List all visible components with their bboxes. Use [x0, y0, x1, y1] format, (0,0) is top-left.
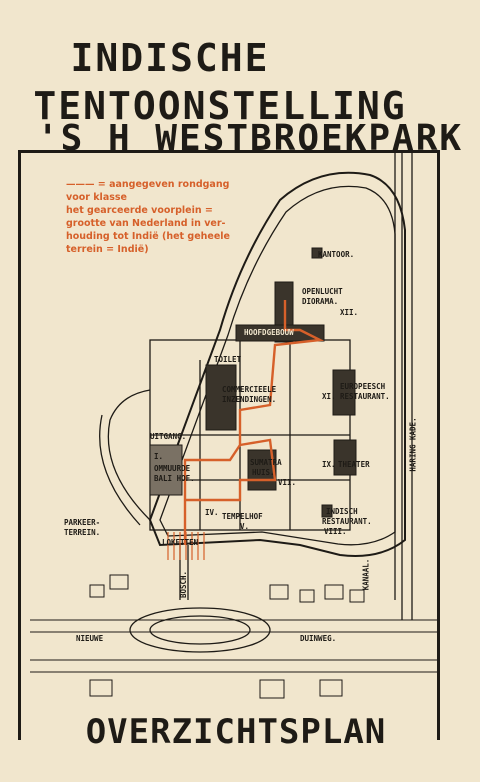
label-toilet: TOILET [214, 355, 242, 364]
tour-route [183, 300, 325, 545]
kantoor-building [311, 247, 323, 259]
label-loketten: LOKETTEN [162, 538, 199, 547]
label-restaurant: RESTAURANT. [340, 392, 390, 401]
label-i: I. [154, 452, 164, 461]
label-iv: IV. [205, 508, 219, 517]
label-xii: XII. [340, 308, 359, 317]
label-huis: HUIS. [252, 468, 275, 477]
label-hoofdgebouw: HOOFDGEBOUW [244, 328, 294, 337]
label-haring-kade: HARING KADE. [408, 417, 418, 472]
title-line-1: INDISCHE [70, 36, 270, 80]
label-ix: IX. [322, 460, 336, 469]
label-tempelhof: TEMPELHOF [222, 512, 263, 521]
label-terrein: TERREIN. [64, 528, 101, 537]
legend-line-2: voor klasse [66, 192, 127, 203]
label-nieuwe: NIEUWE [76, 634, 104, 643]
label-kantoor: KANTOOR. [318, 250, 355, 259]
legend: ——— = aangegeven rondgang voor klasse he… [66, 178, 306, 256]
label-indisch-restaurant: RESTAURANT. [322, 517, 372, 526]
title-line-2: TENTOONSTELLING [33, 84, 407, 128]
label-ommuurde: OMMUURDE [154, 464, 191, 473]
label-sumatra: SUMATRA [250, 458, 282, 467]
label-duinweg: DUINWEG. [300, 634, 337, 643]
label-vii: VII. [278, 478, 297, 487]
label-europeesch: EUROPEESCH [340, 382, 386, 391]
label-kanaal: KANAAL. [361, 558, 371, 591]
label-xi: XI. [322, 392, 336, 401]
label-viii: VIII. [324, 527, 347, 536]
label-bosch: BOSCH. [179, 570, 189, 599]
label-v: V. [240, 522, 250, 531]
label-theater: THEATER [338, 460, 370, 469]
legend-line-3: het gearceerde voorplein = [66, 205, 213, 216]
legend-line-5: houding tot Indië (het geheele [66, 231, 230, 242]
map-frame [18, 150, 440, 740]
label-uitgang: UITGANG. [150, 432, 187, 441]
footer-title: OVERZICHTSPLAN [85, 712, 387, 752]
label-indisch: INDISCH [326, 507, 358, 516]
legend-route: ——— = aangegeven rondgang [66, 179, 230, 190]
legend-line-4: grootte van Nederland in ver- [66, 218, 226, 229]
label-commercieele: COMMERCIEELE [222, 385, 277, 394]
label-openlucht: OPENLUCHT [302, 287, 343, 296]
label-diorama: DIORAMA. [302, 297, 339, 306]
label-balihof: BALI HOF. [154, 474, 195, 483]
label-parkeer: PARKEER- [64, 518, 101, 527]
label-inzendingen: INZENDINGEN. [222, 395, 277, 404]
legend-line-6: terrein = Indië) [66, 244, 149, 255]
